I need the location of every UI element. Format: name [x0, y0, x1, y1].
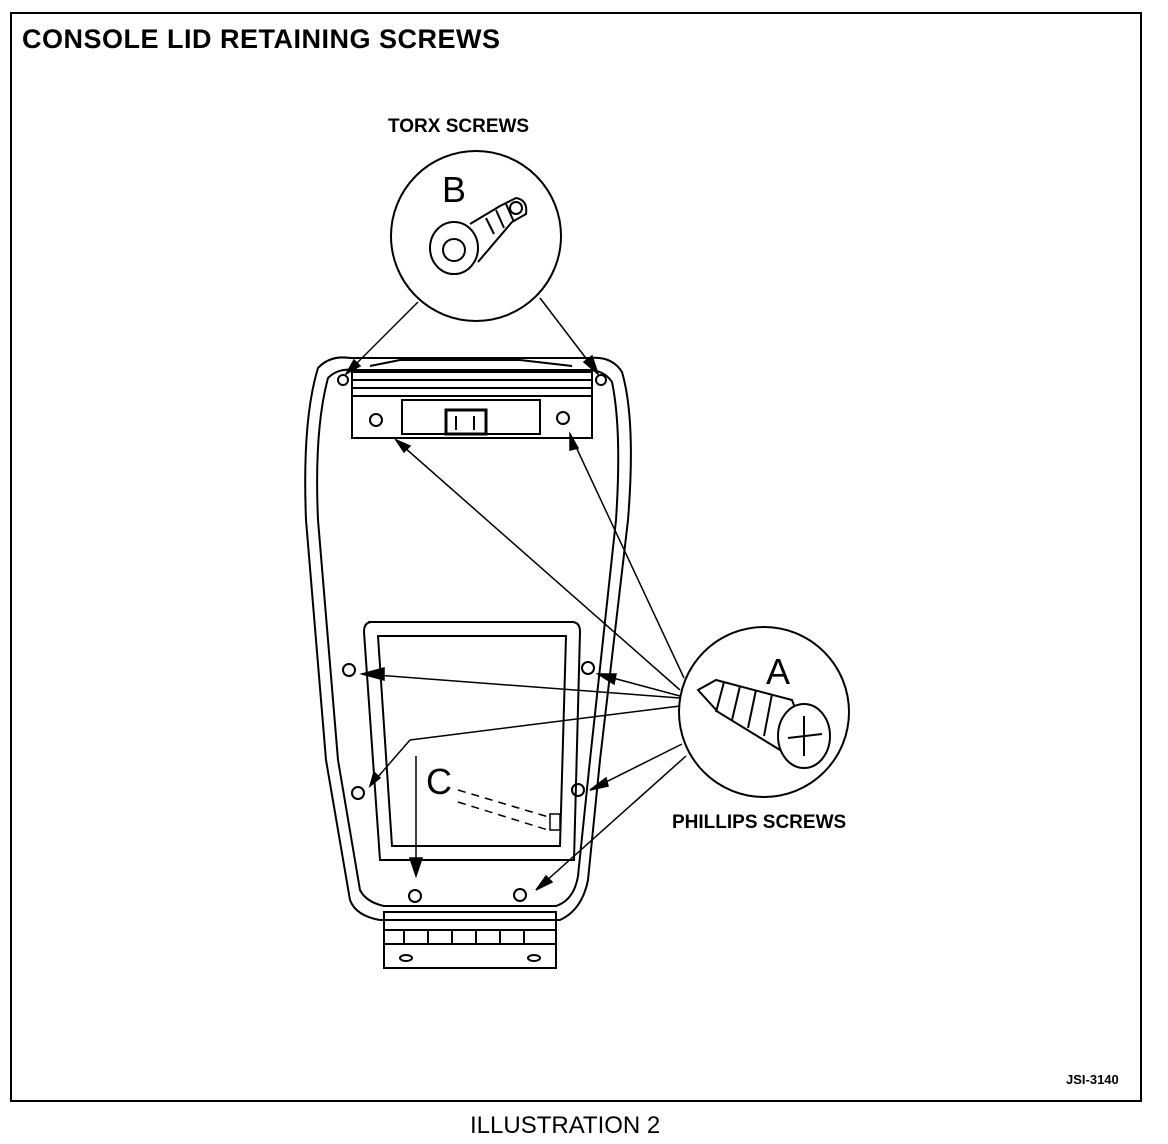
- phillips-hole: [408, 889, 422, 903]
- console-lid-outline: [304, 356, 632, 921]
- phillips-screw-icon: [696, 678, 831, 769]
- storage-tray: [362, 621, 582, 861]
- figure-code: JSI-3140: [1066, 1072, 1119, 1087]
- phillips-hole: [571, 783, 585, 797]
- torx-screws-label: TORX SCREWS: [388, 116, 530, 137]
- torx-screw-icon: [429, 196, 528, 275]
- phillips-screws-label: PHILLIPS SCREWS: [672, 812, 847, 833]
- torx-leader-arrows: [343, 297, 600, 377]
- phillips-hole: [342, 663, 356, 677]
- callout-letter-b: B: [442, 169, 466, 210]
- phillips-leader-arrows: [359, 431, 687, 891]
- screw-holes: [337, 374, 607, 903]
- hidden-clip: [457, 789, 561, 831]
- illustration-caption: ILLUSTRATION 2: [470, 1112, 661, 1139]
- console-lid-inner-outline: [316, 368, 620, 907]
- figure-frame: [10, 12, 1142, 1102]
- figure-title: CONSOLE LID RETAINING SCREWS: [22, 24, 501, 54]
- phillips-hole: [556, 411, 570, 425]
- top-hinge-bar: [351, 359, 593, 397]
- latch-bracket: [351, 395, 593, 439]
- lower-hinge: [383, 911, 557, 969]
- phillips-screw-callout: [678, 626, 850, 798]
- phillips-hole: [581, 661, 595, 675]
- torx-hole-right: [595, 374, 607, 386]
- phillips-hole: [369, 413, 383, 427]
- callout-letter-c: C: [426, 761, 452, 802]
- torx-hole-left: [337, 374, 349, 386]
- callout-letter-a: A: [766, 651, 790, 692]
- torx-screw-callout: [390, 150, 562, 322]
- phillips-hole: [351, 786, 365, 800]
- phillips-hole: [513, 888, 527, 902]
